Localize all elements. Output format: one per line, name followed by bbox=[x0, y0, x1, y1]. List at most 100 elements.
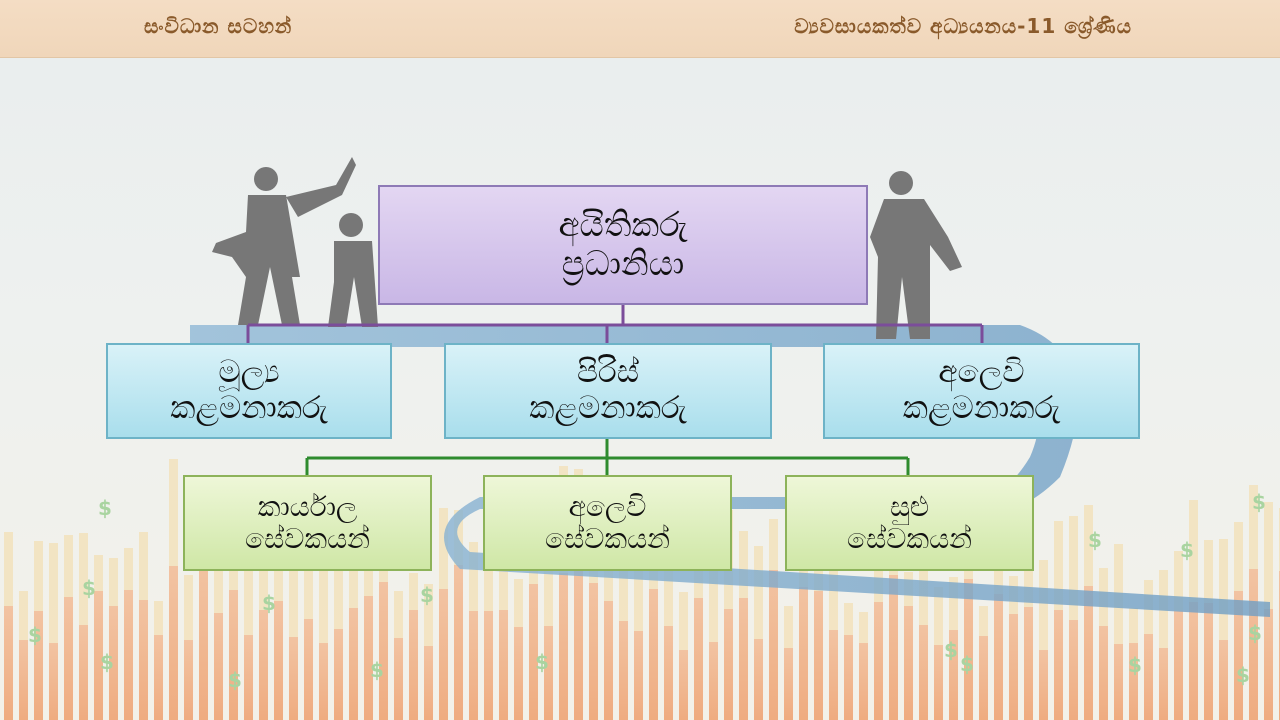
decor-bar-top bbox=[259, 562, 268, 610]
decor-bar bbox=[1009, 614, 1018, 720]
decor-bar-top bbox=[979, 606, 988, 636]
decor-bar bbox=[574, 567, 583, 720]
decor-bar-top bbox=[334, 529, 343, 629]
decor-bar-top bbox=[439, 508, 448, 589]
office-staff-line2: සේවකයන් bbox=[245, 522, 370, 555]
top-connector-lines bbox=[246, 305, 984, 343]
decor-bar bbox=[409, 610, 418, 720]
decor-bar bbox=[79, 625, 88, 720]
decor-bar bbox=[634, 631, 643, 720]
decor-bar bbox=[589, 583, 598, 720]
decor-bar-top bbox=[394, 591, 403, 638]
decor-bar bbox=[1144, 634, 1153, 720]
decor-bar bbox=[169, 566, 178, 720]
svg-text:$: $ bbox=[82, 576, 96, 600]
decor-bar-top bbox=[319, 539, 328, 643]
decor-bar bbox=[1204, 603, 1213, 720]
slide-header: සංවිධාන සටහන් ව්‍යවසායකත්ව අධ්‍යයනය-11 ශ… bbox=[0, 0, 1280, 58]
decor-bar bbox=[994, 594, 1003, 720]
decor-bar bbox=[289, 637, 298, 720]
decor-bar-top bbox=[4, 532, 13, 606]
decor-bar bbox=[4, 606, 13, 720]
decor-bar bbox=[604, 601, 613, 720]
decor-bar bbox=[514, 627, 523, 720]
owner-head-box: අයිතිකරු ප්‍රධානියා bbox=[378, 185, 868, 305]
slide-title: සංවිධාන සටහන් bbox=[144, 14, 293, 38]
decor-bar bbox=[649, 589, 658, 720]
decor-bar-top bbox=[844, 603, 853, 635]
decor-bar bbox=[679, 650, 688, 720]
decor-bar bbox=[1084, 586, 1093, 720]
decor-bar bbox=[274, 601, 283, 720]
sales-staff-line1: අලෙවි bbox=[568, 489, 647, 523]
decor-bar bbox=[739, 598, 748, 720]
decor-bar bbox=[484, 611, 493, 720]
decor-bar-top bbox=[469, 542, 478, 611]
decor-bar bbox=[49, 643, 58, 720]
decor-bar bbox=[1129, 643, 1138, 720]
decor-bar bbox=[1234, 591, 1243, 720]
subject-title: ව්‍යවසායකත්ව අධ්‍යයනය-11 ශ්‍රේණිය bbox=[794, 14, 1132, 38]
decor-bar bbox=[214, 613, 223, 720]
decor-bar bbox=[799, 587, 808, 720]
decor-bar bbox=[184, 640, 193, 720]
decor-bar bbox=[394, 638, 403, 720]
decor-bar-top bbox=[754, 546, 763, 639]
finance-manager-box: මූල්‍ය කළමනාකරු bbox=[106, 343, 392, 439]
decor-bar-top bbox=[64, 535, 73, 597]
decor-bar bbox=[949, 630, 958, 720]
decor-bar bbox=[1174, 611, 1183, 720]
decor-bar bbox=[1099, 626, 1108, 720]
personnel-manager-line1: පිරිස් bbox=[577, 354, 639, 391]
decor-bar-top bbox=[184, 575, 193, 640]
decor-bar-top bbox=[49, 543, 58, 643]
office-staff-box: කාර්යාල සේවකයන් bbox=[183, 475, 432, 571]
decor-bar-top bbox=[949, 577, 958, 630]
decor-bar bbox=[1054, 610, 1063, 720]
svg-text:$: $ bbox=[370, 658, 384, 682]
decor-bar-top bbox=[349, 560, 358, 608]
decor-bar bbox=[379, 582, 388, 720]
minor-staff-line1: සුළු bbox=[889, 489, 930, 523]
decor-bar-top bbox=[784, 606, 793, 648]
decor-bar-top bbox=[859, 612, 868, 643]
decor-bar bbox=[259, 610, 268, 720]
decor-bar-top bbox=[1189, 500, 1198, 602]
owner-head-line2: ප්‍රධානියා bbox=[561, 244, 685, 284]
decor-bar bbox=[1039, 650, 1048, 720]
decor-bar-top bbox=[1219, 539, 1228, 640]
svg-text:$: $ bbox=[100, 650, 114, 674]
svg-text:$: $ bbox=[1236, 663, 1250, 687]
decor-bar-top bbox=[289, 546, 298, 637]
svg-text:$: $ bbox=[1088, 528, 1102, 552]
svg-text:$: $ bbox=[98, 496, 112, 520]
decor-bar-top bbox=[139, 532, 148, 600]
svg-text:$: $ bbox=[1128, 653, 1142, 677]
decor-bar-top bbox=[304, 561, 313, 619]
svg-text:$: $ bbox=[944, 638, 958, 662]
decor-bar bbox=[1069, 620, 1078, 720]
decor-bar bbox=[919, 625, 928, 720]
decor-bar bbox=[1219, 640, 1228, 720]
svg-text:$: $ bbox=[960, 652, 974, 676]
decor-bar-top bbox=[739, 531, 748, 598]
personnel-manager-line2: කළමනාකරු bbox=[529, 390, 687, 426]
decor-bar bbox=[64, 597, 73, 720]
svg-text:$: $ bbox=[1248, 621, 1262, 645]
decor-bar-top bbox=[19, 591, 28, 640]
decor-bar-top bbox=[154, 601, 163, 635]
decor-bar-top bbox=[1039, 560, 1048, 650]
decor-bar-top bbox=[1264, 502, 1273, 609]
decor-bar-top bbox=[1069, 516, 1078, 620]
decor-bar-top bbox=[634, 570, 643, 631]
decor-bar bbox=[859, 643, 868, 720]
svg-text:$: $ bbox=[420, 583, 434, 607]
sales-staff-line2: සේවකයන් bbox=[545, 522, 670, 555]
decor-bar-top bbox=[619, 563, 628, 621]
decor-bar bbox=[1114, 644, 1123, 720]
decor-bar-top bbox=[454, 510, 463, 565]
svg-text:$: $ bbox=[228, 668, 242, 692]
decor-bar-top bbox=[934, 587, 943, 645]
decor-bar bbox=[529, 584, 538, 720]
decor-bar-top bbox=[169, 459, 178, 566]
